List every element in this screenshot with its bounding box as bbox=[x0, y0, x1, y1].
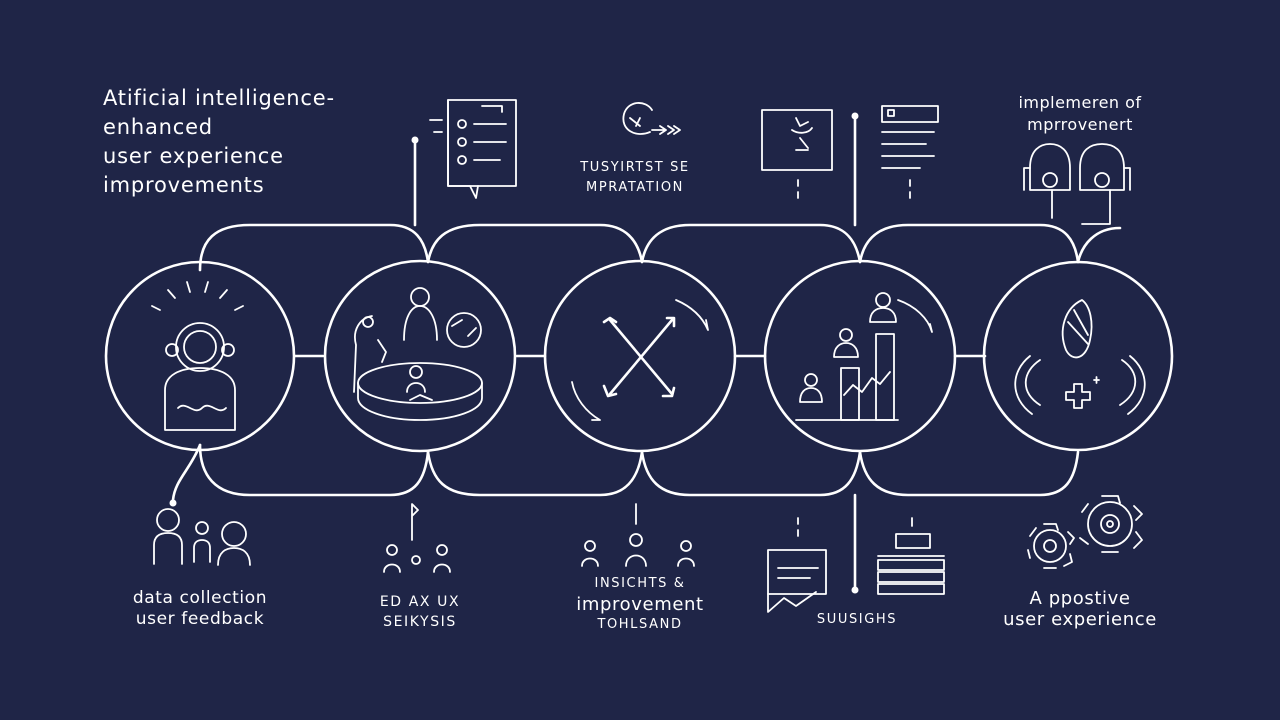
step1-bottom-label: data collection user feedback bbox=[110, 588, 290, 630]
persons-icon bbox=[581, 503, 695, 567]
gears-icon bbox=[1027, 495, 1143, 569]
flow-connectors bbox=[169, 112, 1122, 594]
growth-chart-icon bbox=[795, 292, 933, 421]
meeting-table-icon bbox=[353, 287, 483, 421]
document-icon bbox=[429, 99, 517, 199]
title-line-4: improvements bbox=[103, 173, 265, 197]
step-circles bbox=[104, 259, 1174, 453]
step4-line-1: SUUSIGHS bbox=[816, 612, 898, 627]
step5-top-label: implemeren of mprrovenert bbox=[995, 92, 1165, 136]
step3-bottom-label: INSICHTS & improvement TOHLSAND bbox=[550, 574, 730, 635]
pointer-icon bbox=[622, 102, 681, 135]
person-feedback-icon bbox=[151, 281, 244, 431]
step2-top-line-1: TUSYIRTST SE bbox=[580, 160, 690, 175]
step1-line-2: user feedback bbox=[135, 609, 265, 629]
step2-bottom-label: ED AX UX SEIKYSIS bbox=[350, 592, 490, 632]
step3-line-1: INSICHTS & bbox=[594, 576, 686, 591]
people-icon bbox=[153, 508, 251, 566]
title-line-1: Atificial intelligence- bbox=[103, 86, 335, 110]
step3-line-2: improvement bbox=[576, 594, 704, 615]
step5-line-1: A ppostive bbox=[1029, 588, 1131, 609]
headphones-people-icon bbox=[1023, 143, 1131, 225]
step5-top-line-2: mprrovenert bbox=[1027, 115, 1133, 134]
step4-bottom-label: SUUSIGHS bbox=[792, 610, 922, 630]
cross-arrows-icon bbox=[571, 299, 709, 421]
step2-top-label: TUSYIRTST SE MPRATATION bbox=[555, 158, 715, 198]
step5-bottom-label: A ppostive user experience bbox=[985, 588, 1175, 630]
step5-line-2: user experience bbox=[1003, 609, 1157, 630]
translate-icon bbox=[761, 109, 833, 199]
step1-line-1: data collection bbox=[132, 588, 268, 608]
step2-line-1: ED AX UX bbox=[379, 594, 461, 610]
text-lines-icon bbox=[881, 105, 939, 199]
title-line-3: user experience bbox=[103, 144, 284, 168]
step2-top-line-2: MPRATATION bbox=[586, 180, 684, 195]
positive-experience-icon bbox=[1014, 299, 1146, 415]
step5-top-line-1: implemeren of bbox=[1018, 93, 1142, 112]
step2-line-2: SEIKYSIS bbox=[383, 614, 457, 630]
chart-note-icon bbox=[767, 517, 827, 613]
diagram-title: Atificial intelligence- enhanced user ex… bbox=[103, 84, 335, 200]
title-line-2: enhanced bbox=[103, 115, 213, 139]
step3-line-3: TOHLSAND bbox=[597, 617, 683, 632]
raise-hand-icon bbox=[383, 503, 451, 573]
stack-icon bbox=[877, 517, 945, 595]
